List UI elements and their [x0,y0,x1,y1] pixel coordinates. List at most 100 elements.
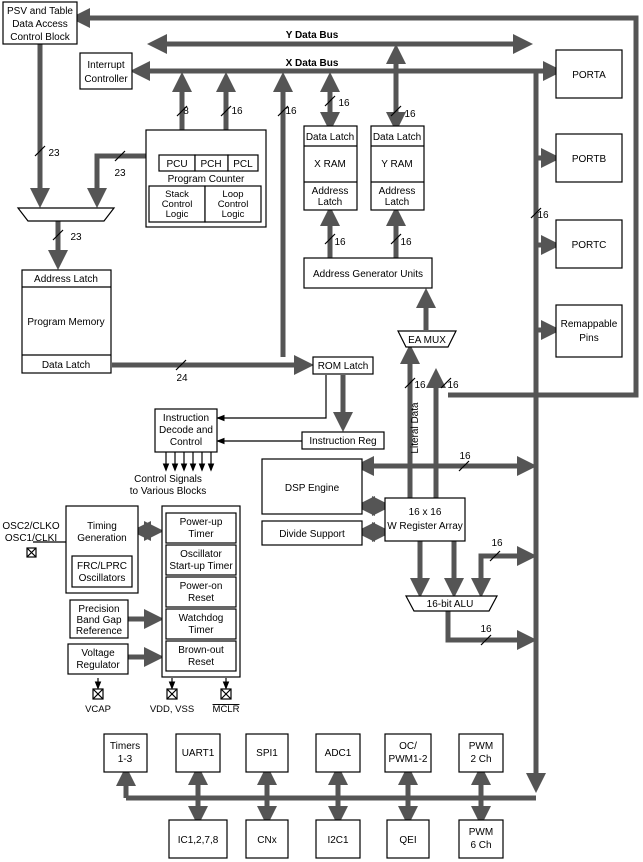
timers-line2: 1-3 [118,754,133,765]
oc-pwm-block: OC/ PWM1-2 [384,733,432,773]
vdd-vss-label: VDD, VSS [150,704,194,715]
psv-line2: Data Access [12,19,68,30]
psv-line1: PSV and Table [7,6,73,17]
i2c-block: I2C1 [315,819,361,859]
width-xram: 16 [338,98,350,109]
pwm2-line2: 2 Ch [470,754,491,765]
ost-line1: Oscillator [180,549,222,560]
bus-width-labels: 23 23 23 8 16 16 16 16 16 16 24 16 16 16… [34,95,549,646]
timers-block: Timers 1-3 [103,733,148,773]
rom-latch-block: ROM Latch [312,356,374,375]
control-signals-line2: to Various Blocks [130,486,207,497]
alu-label: 16-bit ALU [427,599,474,610]
xram-label: X RAM [314,159,346,170]
width-pc: 23 [114,168,126,179]
literal-data-label: Literal Data [410,402,421,454]
stack-line2: Control [162,199,193,210]
yram-addr-line1: Address [379,186,416,197]
wdt-line1: Watchdog [179,613,224,624]
alu-feedback-bus [471,546,537,598]
interrupt-controller-block: Interrupt Controller [79,52,133,90]
portc-label: PORTC [572,240,607,251]
decode-line2: Decode and [159,425,213,436]
interrupt-line2: Controller [84,74,128,85]
portb-label: PORTB [572,154,607,165]
program-counter-block: PCU PCH PCL Program Counter Stack Contro… [145,129,267,228]
yram-block: Data Latch Y RAM Address Latch [370,125,425,211]
vcap-pin: VCAP [85,688,111,715]
wreg-line2: W Register Array [387,521,463,532]
osc-line1: OSC2/CLKO [2,521,59,532]
alu-block: 16-bit ALU [405,595,498,612]
xram-addr-line2: Latch [318,197,342,208]
frc-line2: Oscillators [79,573,126,584]
por-line2: Reset [188,593,214,604]
timing-line2: Generation [77,533,126,544]
oc-line2: PWM1-2 [389,754,428,765]
powerup-line2: Timer [188,529,214,540]
pc-to-mux-bus [87,153,146,208]
oc-line1: OC/ [399,741,417,752]
mclr-label: MCLR [213,704,240,715]
wreg-line1: 16 x 16 [409,507,442,518]
program-memory-block: Address Latch Program Memory Data Latch [21,269,112,374]
ost-line2: Start-up Timer [169,561,233,572]
instruction-reg-block: Instruction Reg [301,431,385,450]
timers-line1: Timers [110,741,140,752]
yram-addr-line2: Latch [385,197,409,208]
vreg-line1: Voltage [81,648,115,659]
uart-block: UART1 [175,733,221,773]
width-pcu: 8 [183,106,189,117]
pwm-6ch-block: PWM 6 Ch [458,819,504,859]
width-agu-x: 16 [334,237,346,248]
width-wreg-ea: 16 [447,380,459,391]
width-rom: 16 [285,106,297,117]
agu-label: Address Generator Units [313,269,423,280]
instruction-decode-block: Instruction Decode and Control [154,408,218,453]
ic-label: IC1,2,7,8 [178,835,219,846]
psv-return-bus [70,8,639,398]
spi-block: SPI1 [245,733,289,773]
osc-pins: OSC2/CLKO OSC1/CLKI [2,521,60,558]
agu-block: Address Generator Units [303,257,433,289]
width-yram: 16 [404,109,416,120]
stack-line1: Stack [165,189,189,200]
powerup-line1: Power-up [180,517,223,528]
portc-block: PORTC [555,219,623,269]
xram-addr-line1: Address [312,186,349,197]
width-right-bus: 16 [537,210,549,221]
wdt-line2: Timer [188,625,214,636]
xram-data-latch: Data Latch [306,132,354,143]
por-line1: Power-on [180,581,223,592]
dsp-engine-block: DSP Engine [261,458,363,515]
control-lines [33,375,327,690]
timing-generation-block: Timing Generation FRC/LPRC Oscillators [65,505,139,594]
timing-line1: Timing [87,521,117,532]
spi-label: SPI1 [256,748,278,759]
yram-data-latch: Data Latch [373,132,421,143]
bor-line2: Reset [188,657,214,668]
pm-label: Program Memory [27,317,104,328]
width-pch: 16 [231,106,243,117]
width-pm-data: 24 [176,373,188,384]
vdd-vss-pin: VDD, VSS [150,688,194,715]
ic-block: IC1,2,7,8 [168,819,228,859]
mclr-pin: MCLR [213,688,240,715]
program-counter-label: Program Counter [168,174,245,185]
loop-line1: Loop [222,189,243,200]
stack-line3: Logic [166,209,189,220]
width-literal: 16 [414,380,426,391]
divide-support-block: Divide Support [261,520,363,546]
control-signals-line1: Control Signals [134,474,202,485]
instr-reg-label: Instruction Reg [309,436,376,447]
porta-label: PORTA [572,70,606,81]
remappable-pins-block: Remappable Pins [555,304,623,358]
yram-label: Y RAM [381,159,413,170]
adc-block: ADC1 [315,733,361,773]
qei-label: QEI [399,835,416,846]
interrupt-line1: Interrupt [87,60,124,71]
i2c-label: I2C1 [327,835,349,846]
uart-label: UART1 [182,748,215,759]
psv-block: PSV and Table Data Access Control Block [2,1,78,45]
address-mux [16,207,116,222]
